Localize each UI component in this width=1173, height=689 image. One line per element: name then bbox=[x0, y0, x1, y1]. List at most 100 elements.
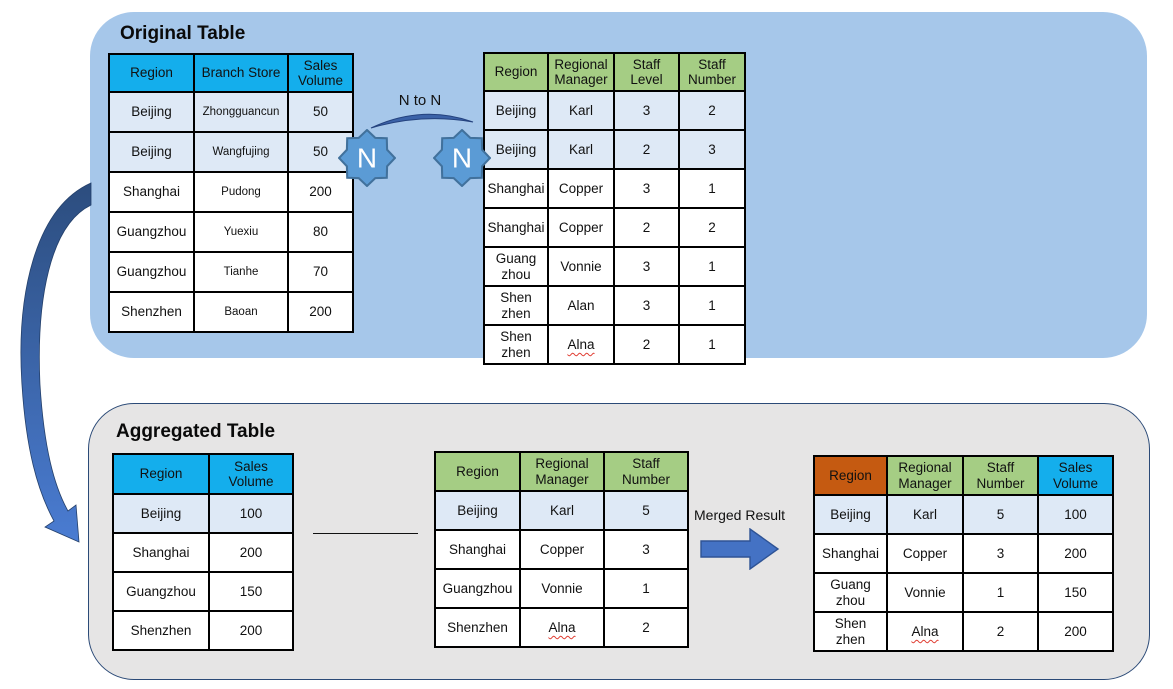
n-badge-right-label: N bbox=[452, 142, 472, 173]
table-cell: 70 bbox=[287, 251, 354, 293]
table-cell: 200 bbox=[1037, 533, 1114, 574]
column-header: Region bbox=[112, 453, 210, 495]
table-cell: Shanghai bbox=[813, 533, 888, 574]
table-cell: Alna bbox=[547, 324, 615, 365]
table-cell: Beijing bbox=[483, 90, 549, 131]
table-cell: 1 bbox=[678, 246, 746, 287]
table-cell: Beijing bbox=[108, 91, 195, 133]
table-cell: Copper bbox=[547, 168, 615, 209]
table-cell: Shanghai bbox=[108, 171, 195, 213]
table-cell: Zhongguancun bbox=[193, 91, 289, 133]
column-header: Region bbox=[483, 52, 549, 92]
table-cell: Shenzhen bbox=[108, 291, 195, 333]
column-header: Region bbox=[813, 455, 888, 496]
table-cell: Guangzhou bbox=[108, 251, 195, 293]
table-cell: Shanghai bbox=[483, 168, 549, 209]
table-cell: 200 bbox=[287, 291, 354, 333]
table-cell: Karl bbox=[547, 90, 615, 131]
table-cell: Shanghai bbox=[112, 532, 210, 573]
table-cell: Vonnie bbox=[547, 246, 615, 287]
table-cell: Karl bbox=[886, 494, 964, 535]
table-cell: 1 bbox=[678, 324, 746, 365]
table-cell: Copper bbox=[519, 529, 605, 570]
table-cell: Baoan bbox=[193, 291, 289, 333]
table-cell: Pudong bbox=[193, 171, 289, 213]
table-cell: 3 bbox=[613, 168, 680, 209]
table-cell: Shanghai bbox=[483, 207, 549, 248]
table-cell: 100 bbox=[208, 493, 294, 534]
table-cell: 3 bbox=[613, 90, 680, 131]
table-cell: Alna bbox=[886, 611, 964, 652]
n-badge-right: N bbox=[433, 129, 491, 187]
column-header: Region bbox=[108, 53, 195, 93]
table-cell: 200 bbox=[287, 171, 354, 213]
table-cell: Vonnie bbox=[519, 568, 605, 609]
table-cell: Karl bbox=[547, 129, 615, 170]
table-cell: Wangfujing bbox=[193, 131, 289, 173]
column-header: Branch Store bbox=[193, 53, 289, 93]
table-cell: 2 bbox=[613, 207, 680, 248]
table-cell: 150 bbox=[208, 571, 294, 612]
table-cell: Shenzhen bbox=[434, 607, 521, 648]
table-cell: 50 bbox=[287, 91, 354, 133]
table-cell: Tianhe bbox=[193, 251, 289, 293]
table-cell: Guangzhou bbox=[112, 571, 210, 612]
table-cell: Copper bbox=[547, 207, 615, 248]
aggregated-title: Aggregated Table bbox=[116, 421, 276, 442]
relationship-arc bbox=[370, 113, 474, 129]
n-badge-left-label: N bbox=[357, 142, 377, 173]
table-cell: Yuexiu bbox=[193, 211, 289, 253]
table-cell: Guangzhou bbox=[108, 211, 195, 253]
relationship-label: N to N bbox=[398, 92, 442, 109]
table-cell: 3 bbox=[603, 529, 689, 570]
table-cell: 1 bbox=[678, 285, 746, 326]
flow-arrow bbox=[20, 182, 92, 543]
table-cell: 2 bbox=[962, 611, 1039, 652]
table-cell: Shanghai bbox=[434, 529, 521, 570]
table-cell: 100 bbox=[1037, 494, 1114, 535]
n-badge-left: N bbox=[338, 129, 396, 187]
merged-result-label: Merged Result bbox=[694, 507, 786, 523]
table-cell: Beijing bbox=[108, 131, 195, 173]
column-header: Region bbox=[434, 451, 521, 492]
table-cell: 5 bbox=[603, 490, 689, 531]
connector-line bbox=[313, 533, 418, 534]
table-cell: 2 bbox=[603, 607, 689, 648]
table-cell: 2 bbox=[678, 207, 746, 248]
table-cell: 200 bbox=[1037, 611, 1114, 652]
table-cell: 2 bbox=[613, 129, 680, 170]
table-cell: 200 bbox=[208, 532, 294, 573]
table-cell: Alna bbox=[519, 607, 605, 648]
merged-result-arrow bbox=[700, 528, 780, 570]
table-cell: Beijing bbox=[112, 493, 210, 534]
table-cell: 80 bbox=[287, 211, 354, 253]
